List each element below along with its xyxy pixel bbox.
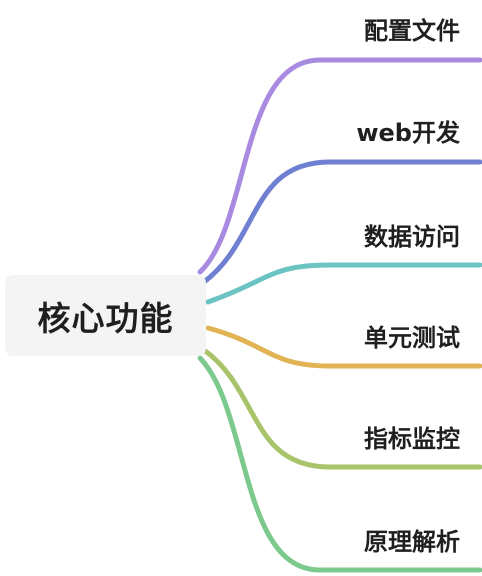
root-node[interactable]: 核心功能	[5, 275, 206, 356]
branch-label-data-access[interactable]: 数据访问	[364, 223, 460, 251]
connector-line-unit-test	[205, 325, 482, 369]
branch-label-unit-test[interactable]: 单元测试	[364, 324, 460, 352]
connector-line-web	[201, 159, 482, 285]
branch-label-config[interactable]: 配置文件	[364, 17, 460, 45]
connector-line-config	[197, 57, 482, 275]
connector-line-metrics	[201, 347, 482, 470]
connector-line-principles	[197, 355, 482, 573]
branch-label-principles[interactable]: 原理解析	[364, 528, 460, 556]
branch-label-metrics[interactable]: 指标监控	[364, 425, 460, 453]
branch-label-web[interactable]: web开发	[356, 119, 460, 147]
connector-line-data-access	[205, 262, 482, 305]
root-node-label: 核心功能	[37, 298, 174, 338]
